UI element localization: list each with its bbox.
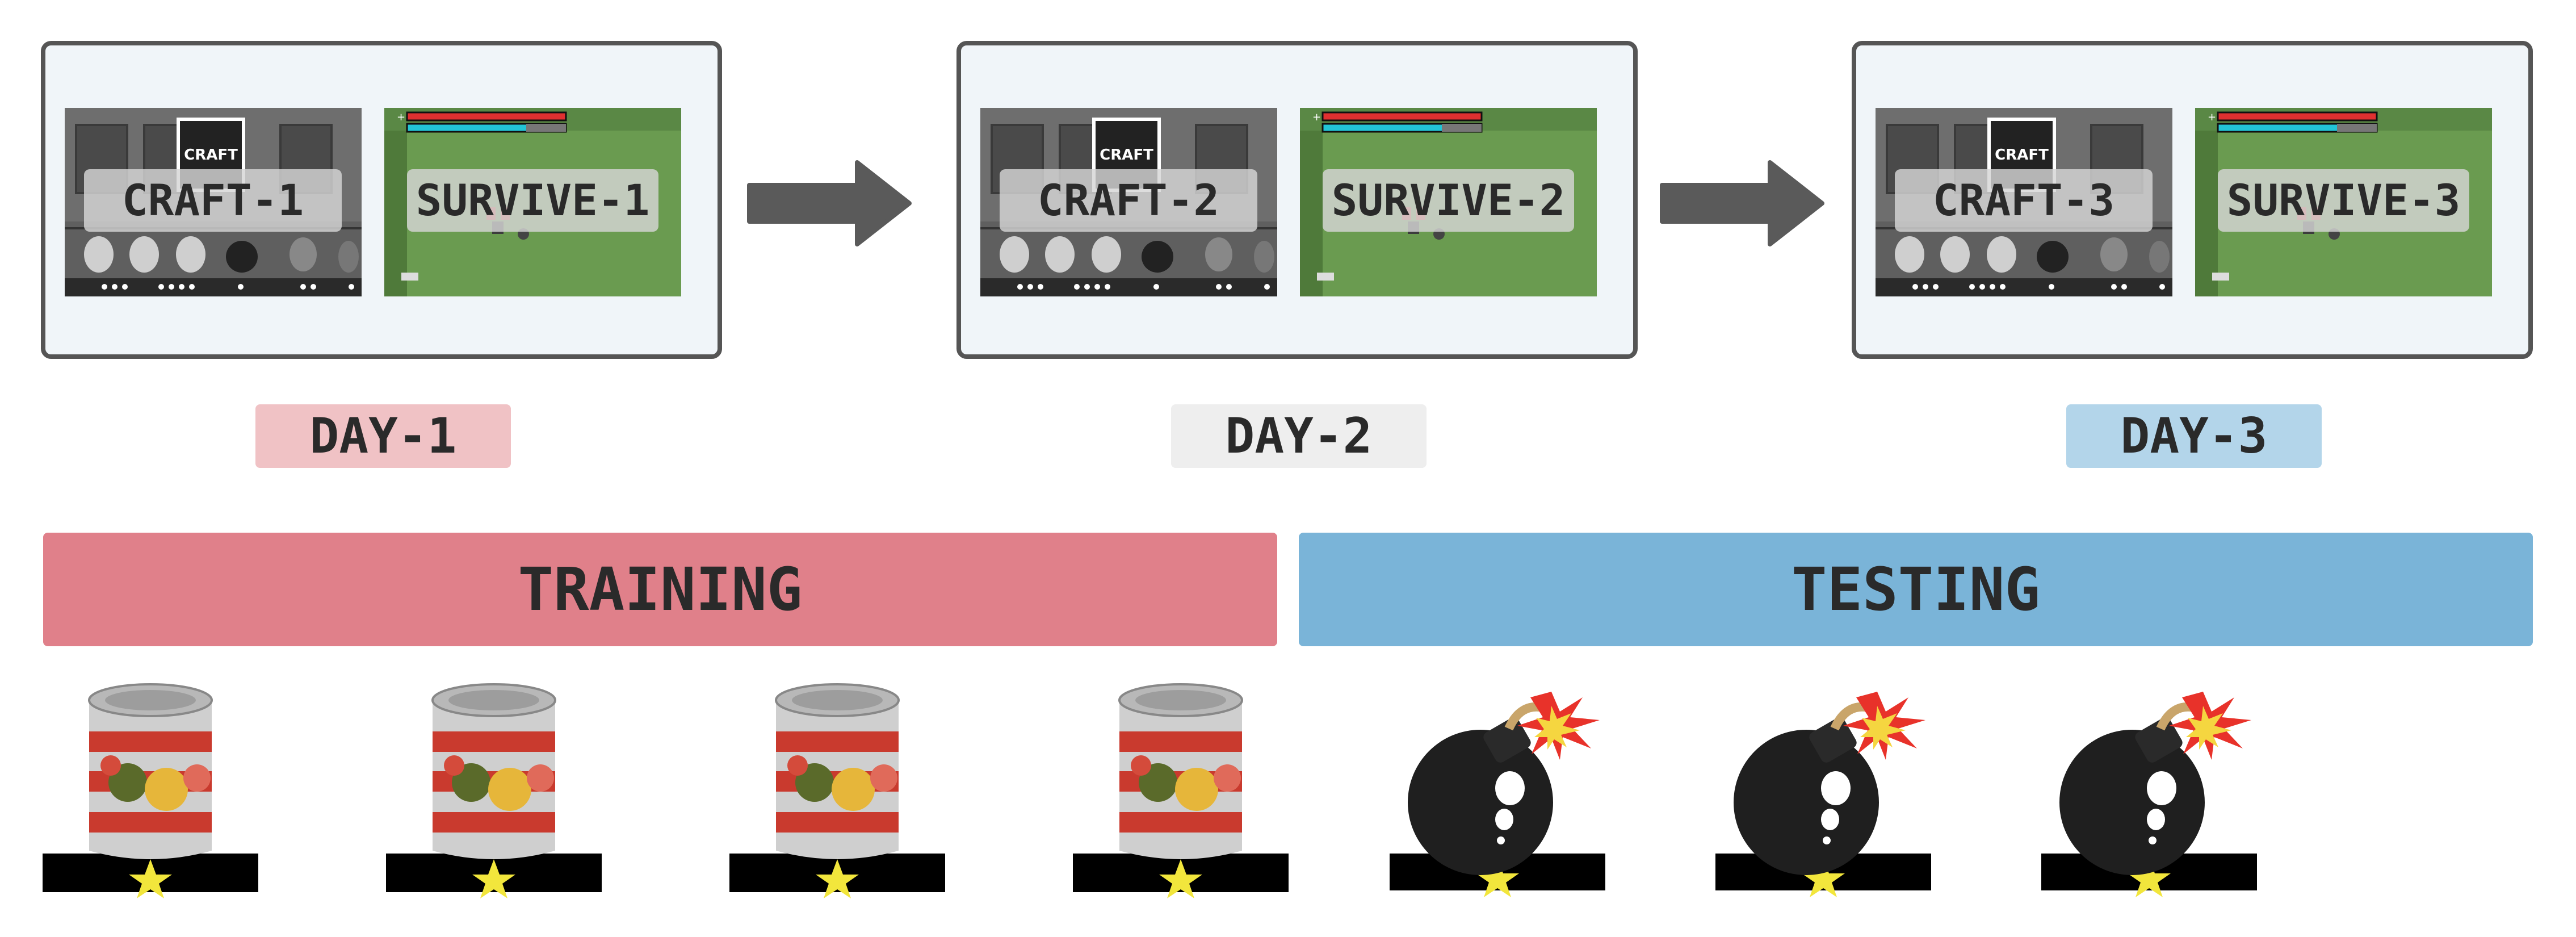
day-panel-1: CRAFT CRAFT-1 SURVIVE-1 [41,41,722,359]
canned-food-icon [729,680,945,902]
day-label-1: DAY-1 [255,404,511,468]
arrow-right-icon [1660,160,1824,246]
bomb-icon [1715,680,1931,902]
survive-thumbnail: SURVIVE-2 [1300,108,1597,296]
arrow-right-icon [747,160,912,246]
craft-label: CRAFT-2 [1000,169,1257,232]
survive-label: SURVIVE-1 [407,169,658,232]
training-bar: TRAINING [43,533,1277,646]
day-label-3: DAY-3 [2066,404,2322,468]
day-panel-3: CRAFT CRAFT-3 SURVIVE-3 [1852,41,2533,359]
craft-screen-text: CRAFT [1995,146,2049,164]
craft-thumbnail: CRAFT CRAFT-1 [65,108,362,296]
craft-label: CRAFT-1 [84,169,342,232]
survive-label: SURVIVE-2 [1323,169,1574,232]
survive-thumbnail: SURVIVE-1 [384,108,681,296]
craft-label: CRAFT-3 [1895,169,2153,232]
craft-thumbnail: CRAFT CRAFT-3 [1876,108,2172,296]
canned-food-icon [43,680,258,902]
day-label-2: DAY-2 [1171,404,1427,468]
survive-thumbnail: SURVIVE-3 [2195,108,2492,296]
day-panel-2: CRAFT CRAFT-2 SURVIVE-2 [956,41,1638,359]
craft-screen-text: CRAFT [1100,146,1153,164]
bomb-icon [2041,680,2257,902]
canned-food-icon [386,680,602,902]
craft-thumbnail: CRAFT CRAFT-2 [980,108,1277,296]
canned-food-icon [1073,680,1289,902]
craft-screen-text: CRAFT [184,146,238,164]
bomb-icon [1390,680,1605,902]
testing-bar: TESTING [1299,533,2533,646]
survive-label: SURVIVE-3 [2218,169,2469,232]
